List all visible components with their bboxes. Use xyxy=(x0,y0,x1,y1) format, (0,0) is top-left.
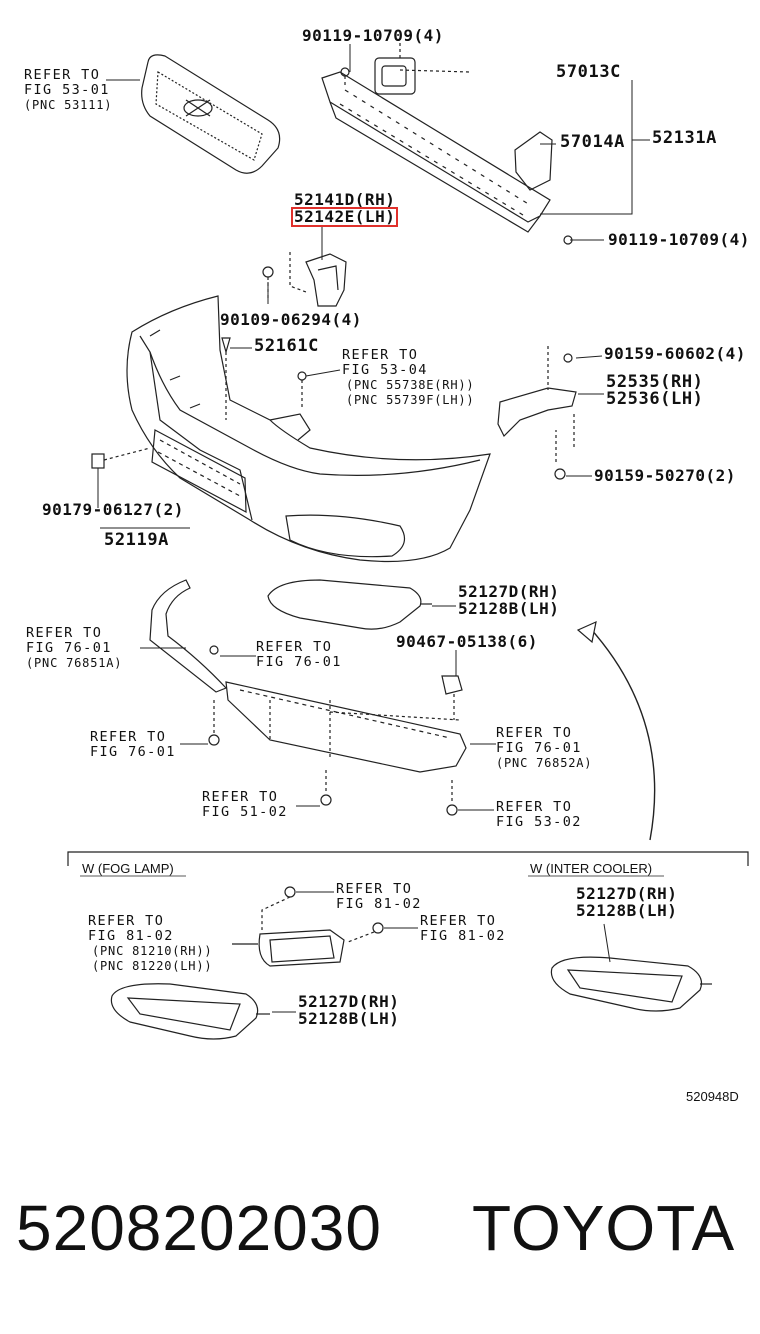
ref-line: REFER TO xyxy=(202,789,279,805)
ref-spoiler-right: REFER TO FIG 76-01 (PNC 76852A) xyxy=(496,726,592,771)
section-fog-lamp: W (FOG LAMP) xyxy=(82,861,174,876)
label-90119-10709-top: 90119-10709(4) xyxy=(302,26,444,45)
label-52131a: 52131A xyxy=(652,128,718,148)
ref-grille: REFER TO FIG 53-01 (PNC 53111) xyxy=(24,68,112,113)
section-inter-cooler: W (INTER COOLER) xyxy=(530,861,653,876)
ref-line: REFER TO xyxy=(342,347,419,363)
ref-bolt-fig-76-01: REFER TO FIG 76-01 xyxy=(90,730,176,760)
ref-line: FIG 51-02 xyxy=(202,804,288,820)
label-52141d-rh: 52141D(RH) xyxy=(294,190,396,209)
ref-line: REFER TO xyxy=(496,799,573,815)
label-52535-rh: 52535(RH) xyxy=(606,372,704,392)
side-bracket-drawing xyxy=(497,346,577,480)
spoiler-drawing xyxy=(149,579,467,816)
label-52127d-rh-foglamp: 52127D(RH) xyxy=(298,992,400,1011)
label-90179-06127: 90179-06127(2) xyxy=(42,500,184,519)
label-52142e-lh-highlighted: 52142E(LH) xyxy=(290,207,399,227)
fog-bezel-lower-left-drawing xyxy=(110,983,270,1040)
section-divider xyxy=(67,851,749,877)
ref-line: FIG 76-01 xyxy=(26,640,112,656)
ref-line: FIG 53-02 xyxy=(496,814,582,830)
ref-fog-lamp: REFER TO FIG 81-02 (PNC 81210(RH)) (PNC … xyxy=(88,914,212,974)
bumper-clips-drawing xyxy=(91,337,307,469)
fog-lamp-drawing xyxy=(232,886,384,967)
radiator-grille-drawing xyxy=(141,54,281,174)
label-90159-60602: 90159-60602(4) xyxy=(604,344,746,363)
bumper-bracket-drawing xyxy=(262,252,347,307)
ref-fog-top: REFER TO FIG 81-02 xyxy=(336,882,422,912)
label-52128b-lh-intercooler: 52128B(LH) xyxy=(576,901,678,920)
ref-pnc: (PNC 55739F(LH)) xyxy=(346,393,475,407)
ref-line: FIG 53-01 xyxy=(24,82,110,98)
fog-bezel-lower-right-drawing xyxy=(550,956,712,1012)
ref-line: FIG 76-01 xyxy=(496,740,582,756)
ref-fog-right: REFER TO FIG 81-02 xyxy=(420,914,506,944)
ref-line: FIG 76-01 xyxy=(90,744,176,760)
ref-line: REFER TO xyxy=(26,625,103,641)
figure-code: 520948D xyxy=(686,1089,739,1104)
label-57014a: 57014A xyxy=(560,132,626,152)
ref-pnc: (PNC 55738E(RH)) xyxy=(346,378,475,392)
label-52127d-rh-upper: 52127D(RH) xyxy=(458,582,560,601)
ref-line: FIG 53-04 xyxy=(342,362,428,378)
ref-line: REFER TO xyxy=(90,729,167,745)
ref-line: REFER TO xyxy=(88,913,165,929)
ref-pnc: (PNC 76851A) xyxy=(26,656,123,670)
bumper-cover-drawing xyxy=(126,295,491,563)
ref-line: REFER TO xyxy=(420,913,497,929)
ref-line: REFER TO xyxy=(24,67,101,83)
ref-pnc: (PNC 81220(LH)) xyxy=(92,959,213,973)
label-90109-06294: 90109-06294(4) xyxy=(220,310,362,329)
ref-line: REFER TO xyxy=(496,725,573,741)
leader-lines xyxy=(97,44,650,1013)
ref-line: FIG 81-02 xyxy=(336,896,422,912)
label-90119-10709-right: 90119-10709(4) xyxy=(608,230,750,249)
label-52161c: 52161C xyxy=(254,336,320,356)
ref-line: REFER TO xyxy=(256,639,333,655)
label-90467-05138: 90467-05138(6) xyxy=(396,632,538,651)
ref-spoiler-left: REFER TO FIG 76-01 (PNC 76851A) xyxy=(26,626,122,671)
label-52127d-rh-intercooler: 52127D(RH) xyxy=(576,884,678,903)
direction-arrow xyxy=(576,620,656,841)
label-90159-50270: 90159-50270(2) xyxy=(594,466,736,485)
ref-line: FIG 81-02 xyxy=(420,928,506,944)
ref-line: FIG 76-01 xyxy=(256,654,342,670)
ref-fig-51-02: REFER TO FIG 51-02 xyxy=(202,790,288,820)
fog-bezel-upper-drawing xyxy=(267,579,432,630)
ref-fig-53-02: REFER TO FIG 53-02 xyxy=(496,800,582,830)
ref-pnc: (PNC 53111) xyxy=(24,98,113,112)
ref-line: REFER TO xyxy=(336,881,413,897)
ref-pnc: (PNC 81210(RH)) xyxy=(92,944,213,958)
brand-name: TOYOTA xyxy=(472,1192,736,1264)
part-number: 5208202030 xyxy=(16,1192,382,1264)
label-52128b-lh-foglamp: 52128B(LH) xyxy=(298,1009,400,1028)
ref-clip-fig-76-01: REFER TO FIG 76-01 xyxy=(256,640,342,670)
label-52119a: 52119A xyxy=(104,530,170,550)
label-52536-lh: 52536(LH) xyxy=(606,389,704,409)
ref-pnc: (PNC 76852A) xyxy=(496,756,593,770)
label-52128b-lh-upper: 52128B(LH) xyxy=(458,599,560,618)
label-57013c: 57013C xyxy=(556,62,622,82)
ref-fig-53-04: REFER TO FIG 53-04 (PNC 55738E(RH)) (PNC… xyxy=(342,348,474,408)
ref-line: FIG 81-02 xyxy=(88,928,174,944)
